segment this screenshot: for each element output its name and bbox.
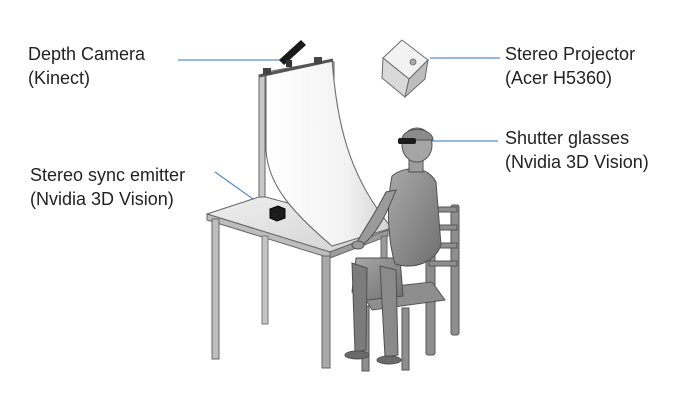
stereo-projector-label: Stereo Projector (Acer H5360): [505, 42, 635, 90]
shutter-glasses-name: Shutter glasses: [505, 128, 630, 148]
stereo-projector-device: [381, 39, 429, 99]
depth-camera-name: Depth Camera: [28, 44, 146, 64]
stereo-projector-name: Stereo Projector: [505, 44, 636, 64]
shutter-glasses-label: Shutter glasses (Nvidia 3D Vision): [505, 126, 649, 174]
sync-emitter-model: (Nvidia 3D Vision): [30, 189, 174, 209]
table: [205, 195, 390, 369]
seated-person: [344, 127, 442, 365]
sync-emitter-name: Stereo sync emitter: [30, 165, 186, 185]
depth-camera-label: Depth Camera (Kinect): [28, 42, 145, 90]
stereo-sync-emitter-device: [269, 205, 286, 222]
stereo-projector-model: (Acer H5360): [505, 68, 613, 88]
depth-camera-model: (Kinect): [28, 68, 91, 88]
sync-emitter-label: Stereo sync emitter (Nvidia 3D Vision): [30, 163, 185, 211]
shutter-glasses-model: (Nvidia 3D Vision): [505, 152, 649, 172]
depth-camera-device: [279, 40, 306, 67]
